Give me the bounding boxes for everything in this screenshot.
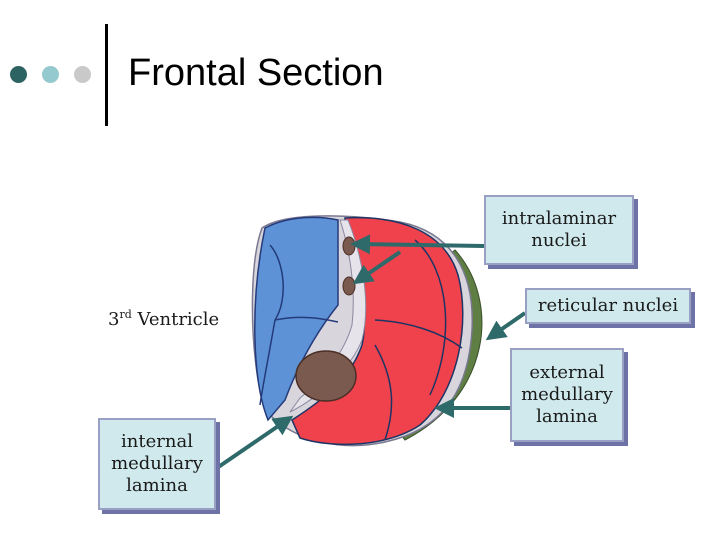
- dot-light-teal: [42, 66, 59, 83]
- label-external-text: external medullary lamina: [521, 362, 613, 427]
- label-internal-medullary-lamina: internal medullary lamina: [98, 418, 216, 510]
- label-intralaminar-nuclei: intralaminar nuclei: [484, 195, 634, 265]
- ventricle-word: Ventricle: [131, 309, 220, 330]
- slide-title: Frontal Section: [128, 52, 384, 94]
- blue-boundary-3: [259, 319, 276, 406]
- brown-nucleus: [295, 350, 357, 402]
- label-reticular-text: reticular nuclei: [537, 295, 679, 316]
- arrow-intralaminar-upper: [350, 234, 485, 255]
- ventricle-ordinal: rd: [119, 308, 132, 321]
- label-reticular-nuclei: reticular nuclei: [525, 288, 691, 324]
- title-divider: [105, 24, 108, 126]
- intralaminar-nucleus-lower: [342, 276, 356, 296]
- label-intralaminar-text: intralaminar nuclei: [501, 208, 617, 251]
- label-third-ventricle: 3rd Ventricle: [108, 308, 219, 330]
- red-boundary-2: [374, 344, 393, 441]
- intralaminar-nucleus-upper: [342, 236, 356, 256]
- dot-dark-teal: [10, 66, 27, 83]
- arrow-reticular: [485, 311, 527, 341]
- dot-gray: [74, 66, 91, 83]
- label-external-medullary-lamina: external medullary lamina: [510, 348, 624, 442]
- blue-boundary-2: [274, 316, 339, 323]
- arrow-intralaminar-lower: [352, 250, 402, 285]
- arrow-internal: [212, 415, 294, 472]
- blue-boundary-1: [269, 244, 284, 321]
- red-boundary-1: [374, 319, 463, 349]
- decorative-dots: [10, 66, 100, 84]
- red-boundary-3: [414, 239, 447, 396]
- label-internal-text: internal medullary lamina: [111, 431, 203, 496]
- ventricle-number: 3: [108, 309, 120, 330]
